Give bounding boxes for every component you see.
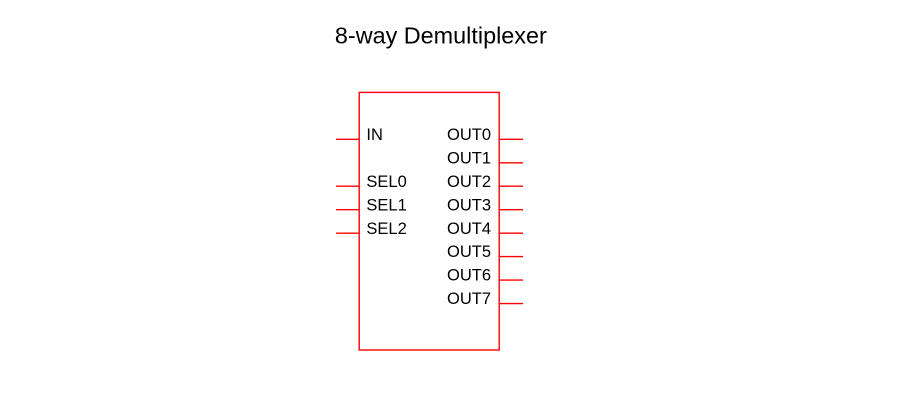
svg-text:OUT3: OUT3 bbox=[447, 196, 491, 214]
svg-text:8-way Demultiplexer: 8-way Demultiplexer bbox=[335, 23, 547, 49]
svg-text:OUT5: OUT5 bbox=[447, 243, 491, 261]
svg-text:OUT6: OUT6 bbox=[447, 267, 491, 285]
svg-text:IN: IN bbox=[366, 126, 383, 144]
svg-text:SEL1: SEL1 bbox=[366, 196, 406, 214]
svg-text:OUT7: OUT7 bbox=[447, 290, 491, 308]
svg-text:OUT4: OUT4 bbox=[447, 220, 491, 238]
svg-text:SEL0: SEL0 bbox=[366, 173, 406, 191]
svg-text:OUT1: OUT1 bbox=[447, 149, 491, 167]
svg-text:OUT2: OUT2 bbox=[447, 173, 491, 191]
svg-text:OUT0: OUT0 bbox=[447, 126, 491, 144]
svg-text:SEL2: SEL2 bbox=[366, 220, 406, 238]
